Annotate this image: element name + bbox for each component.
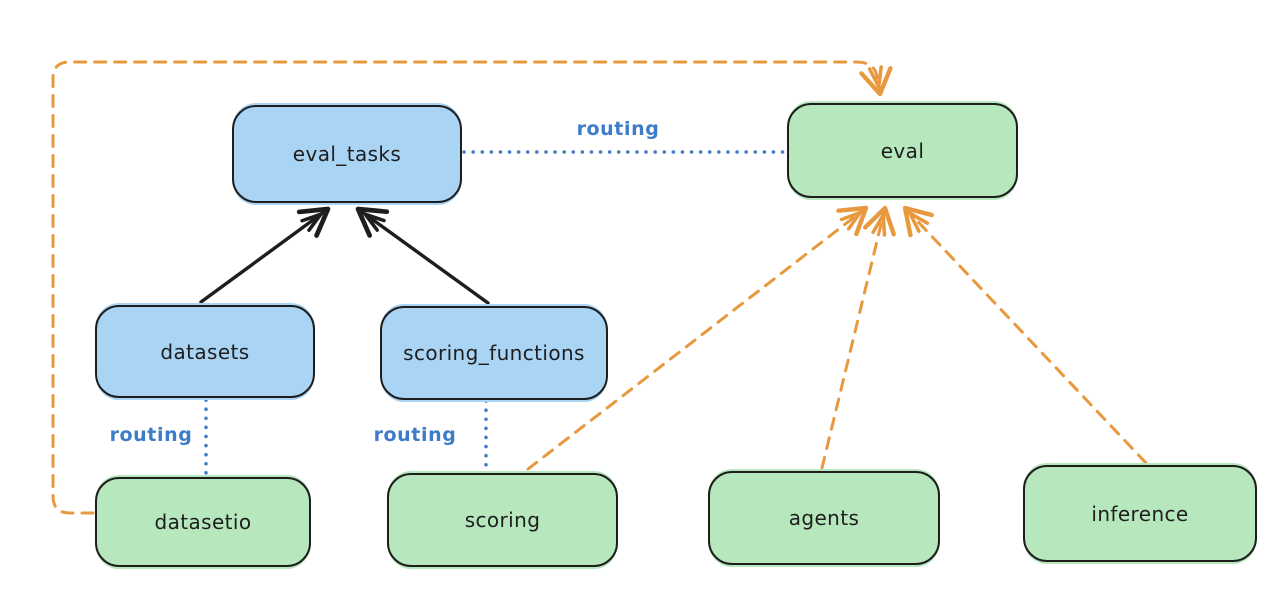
node-datasets-label: datasets [160,339,250,364]
node-scoring-functions-label: scoring_functions [403,341,585,365]
edge-scoring-to-eval [526,205,869,471]
edge-inference-to-eval [902,205,1148,465]
node-scoring-label: scoring [464,508,541,532]
node-scoring-functions: scoring_functions [380,306,608,400]
node-eval-label: eval [880,138,925,163]
node-eval-tasks-label: eval_tasks [292,142,402,166]
edge-scoring-functions-to-eval-tasks [355,206,490,305]
edge-label-routing-top: routing [576,118,660,140]
node-scoring: scoring [387,473,618,567]
edge-agents-to-eval [820,205,896,470]
node-eval: eval [787,103,1018,198]
node-eval-tasks: eval_tasks [232,105,462,203]
node-agents-label: agents [788,506,860,530]
edge-label-routing-scoring: routing [373,424,457,446]
node-datasets: datasets [95,305,315,398]
node-datasetio-label: datasetio [154,510,252,534]
edge-datasetio-to-eval [51,60,893,515]
node-inference-label: inference [1091,501,1189,526]
edge-label-routing-datasets: routing [109,424,193,446]
node-inference: inference [1023,465,1257,562]
node-datasetio: datasetio [95,477,311,567]
edge-datasets-to-eval-tasks [199,206,331,304]
node-agents: agents [708,471,940,565]
